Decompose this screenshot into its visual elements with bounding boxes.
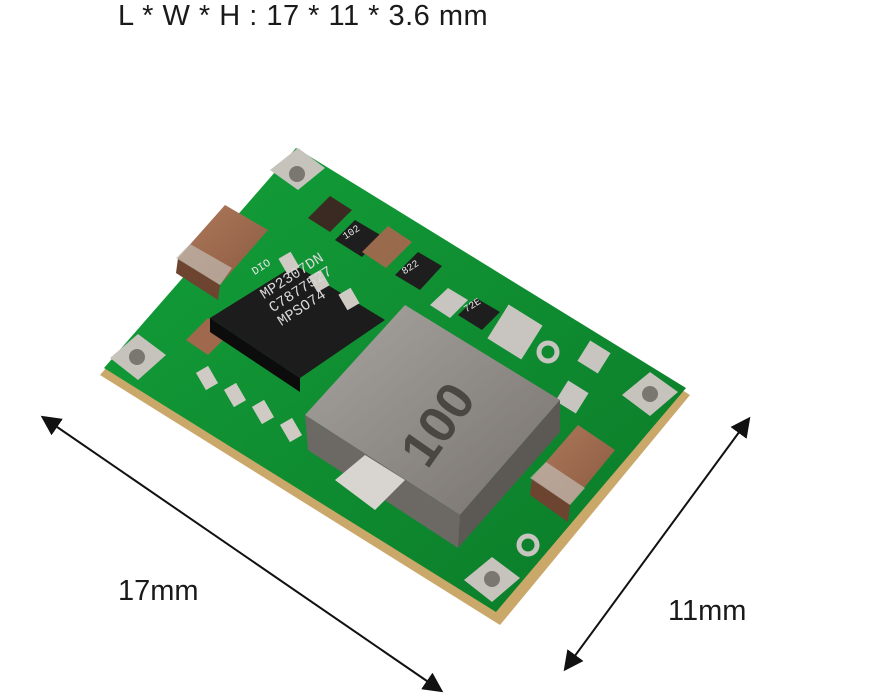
width-arrow: [563, 416, 751, 672]
width-label: 11mm: [668, 595, 747, 627]
dimensions-caption: L * W * H : 17 * 11 * 3.6 mm: [118, 0, 489, 32]
mounting-pads: [110, 148, 678, 602]
ic-chip: [195, 251, 385, 443]
solder-pads: [487, 304, 611, 557]
capacitor-left: [176, 205, 268, 300]
length-label: 17mm: [118, 575, 199, 607]
length-arrow: [40, 415, 444, 693]
